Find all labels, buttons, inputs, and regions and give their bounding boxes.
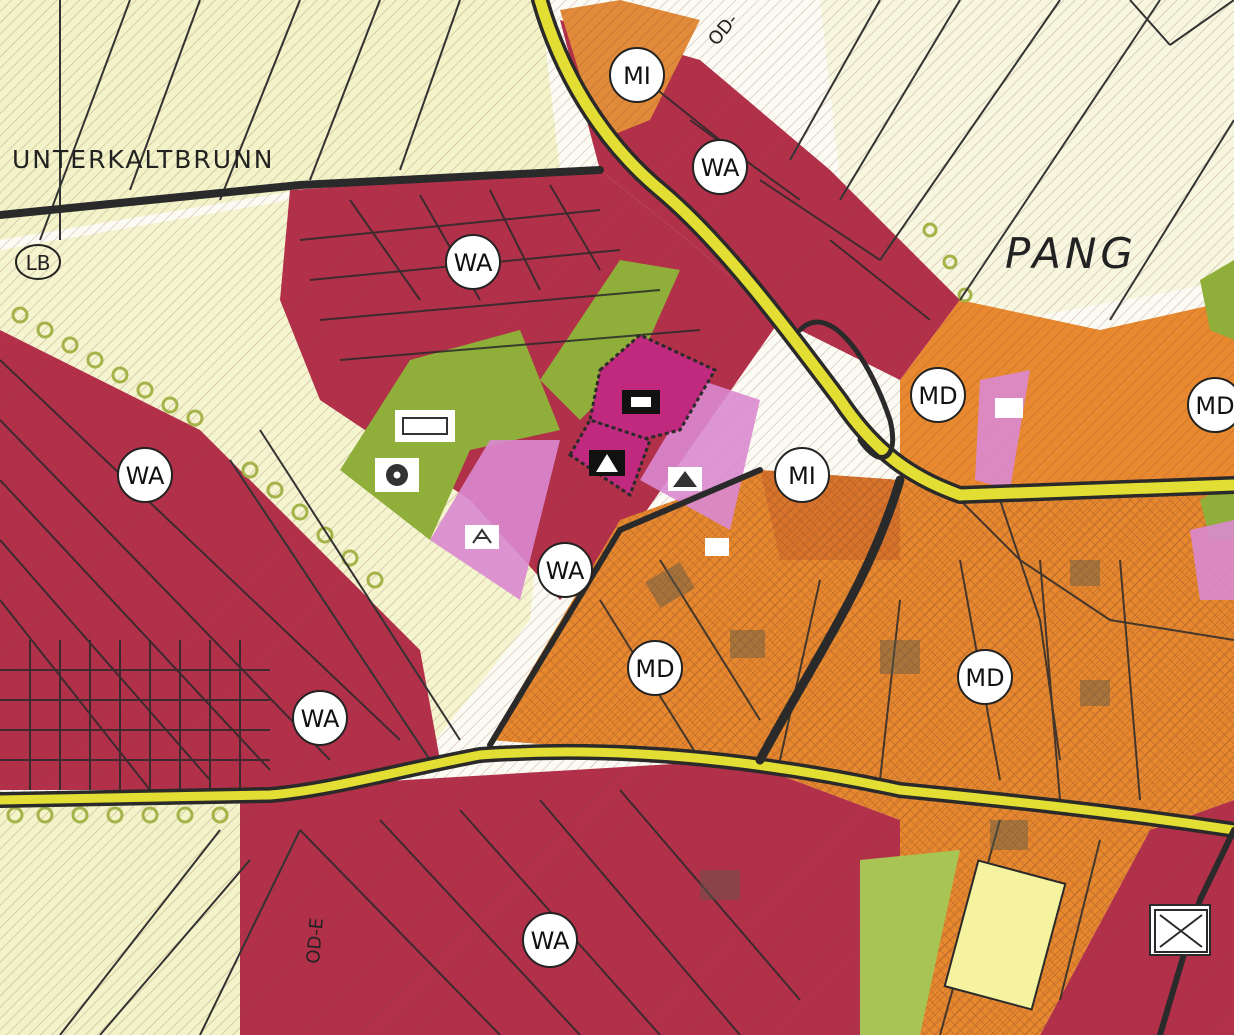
zone-labels: MI WA WA WA MD MD MI WA	[117, 47, 1234, 968]
zone-label-wa-west: WA	[117, 447, 173, 503]
place-name-unterkaltbrunn: UNTERKALTBRUNN	[12, 145, 274, 174]
lb-label: LB	[15, 244, 61, 280]
community-facility	[568, 333, 718, 498]
map-symbols	[375, 390, 1208, 953]
zone-label-wa-top-center: WA	[692, 139, 748, 195]
svg-text:MD: MD	[635, 655, 674, 683]
zone-label-wa-south: WA	[522, 912, 578, 968]
zone-label-wa-southwest: WA	[292, 690, 348, 746]
road-cross-center[interactable]	[755, 475, 905, 765]
community-marker-icon	[995, 398, 1023, 418]
sports-ground-icon	[395, 410, 455, 442]
svg-text:WA: WA	[454, 249, 493, 277]
svg-text:WA: WA	[531, 927, 570, 955]
svg-text:MD: MD	[965, 664, 1004, 692]
field-lines	[39, 0, 1234, 1035]
svg-text:MD: MD	[1195, 392, 1234, 420]
svg-text:WA: WA	[126, 462, 165, 490]
zone-label-md-east: MD	[957, 649, 1013, 705]
svg-text:WA: WA	[301, 705, 340, 733]
road-loop[interactable]	[797, 319, 896, 460]
svg-text:MI: MI	[788, 462, 816, 490]
gas-station-icon	[1154, 909, 1208, 953]
zone-label-wa-center: WA	[537, 542, 593, 598]
svg-text:LB: LB	[26, 251, 51, 275]
zone-label-md-east-upper: MD	[910, 367, 966, 423]
road-south-branch[interactable]	[1157, 827, 1234, 1035]
zone-label-md-east-edge: MD	[1187, 377, 1234, 433]
fire-station-icon	[705, 538, 729, 556]
radiation-icon	[375, 458, 419, 492]
od-label-bottom: OD-E	[303, 917, 328, 965]
zone-label-mi-top: MI	[609, 47, 665, 103]
zone-label-wa-north: WA	[445, 234, 501, 290]
playground-icon	[465, 525, 499, 549]
svg-text:WA: WA	[546, 557, 585, 585]
school-icon	[622, 390, 660, 414]
tent-icon	[668, 467, 702, 491]
road-unterkaltbrunn[interactable]	[0, 166, 604, 219]
tree-rows	[6, 222, 973, 824]
svg-text:WA: WA	[701, 154, 740, 182]
building-footprints	[645, 560, 1110, 900]
place-name-pang: PANG	[1005, 229, 1137, 278]
zone-label-md-center: MD	[627, 640, 683, 696]
church-icon	[589, 450, 625, 476]
svg-text:MD: MD	[918, 382, 957, 410]
special-areas	[430, 370, 1234, 600]
zone-label-mi-center: MI	[774, 447, 830, 503]
road-crossing[interactable]	[487, 467, 763, 748]
svg-text:MI: MI	[623, 62, 651, 90]
